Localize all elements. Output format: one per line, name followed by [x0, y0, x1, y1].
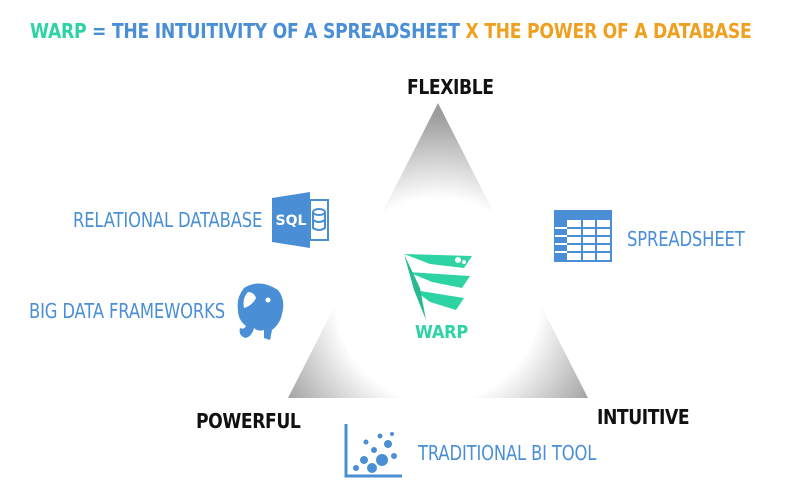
elephant-icon	[237, 283, 284, 340]
sql-icon-text: SQL	[276, 213, 307, 229]
headline-equals: = THE INTUITIVITY OF A SPREADSHEET	[86, 19, 466, 43]
spreadsheet-label: SPREADSHEET	[627, 227, 745, 251]
big-data-frameworks-label: BIG DATA FRAMEWORKS	[29, 299, 225, 323]
headline-power: THE POWER OF A DATABASE	[478, 19, 752, 43]
corner-flexible: FLEXIBLE	[407, 75, 494, 99]
scatter-plot-icon	[344, 424, 402, 478]
traditional-bi-tool-label: TRADITIONAL BI TOOL	[418, 441, 597, 465]
headline-brand: WARP	[30, 19, 87, 43]
headline-times: X	[465, 19, 479, 43]
corner-intuitive: INTUITIVE	[597, 405, 690, 429]
sql-database-icon: SQL	[272, 192, 329, 248]
triangle-shape	[288, 103, 588, 398]
warp-logo-icon	[404, 254, 472, 320]
warp-center-label: WARP	[415, 322, 468, 343]
headline: WARP = THE INTUITIVITY OF A SPREADSHEET …	[30, 19, 752, 43]
relational-database-label: RELATIONAL DATABASE	[73, 208, 263, 232]
corner-powerful: POWERFUL	[196, 409, 301, 433]
spreadsheet-icon	[554, 210, 612, 262]
